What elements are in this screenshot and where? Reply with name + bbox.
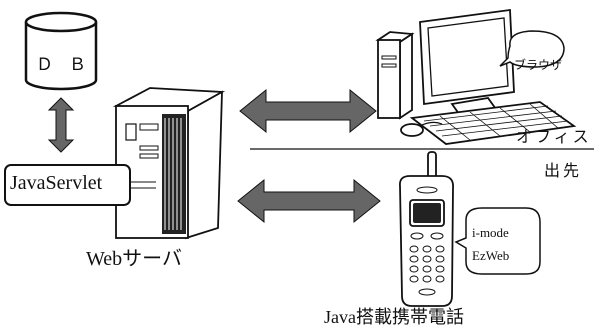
office-computer-icon xyxy=(375,8,577,145)
office-zone-label: オフィス xyxy=(516,129,592,146)
db-servlet-arrow xyxy=(47,97,75,153)
server-office-arrow xyxy=(239,88,377,134)
web-server-label: Webサーバ xyxy=(86,248,182,270)
outside-zone-label: 出先 xyxy=(544,163,583,180)
servlet-label: JavaServlet xyxy=(10,172,103,194)
database-label: ＤＢ xyxy=(36,55,102,74)
service-label-imode: i-mode xyxy=(472,225,509,240)
service-label-ezweb: EzWeb xyxy=(472,248,510,263)
server-phone-arrow xyxy=(237,178,381,224)
mobile-phone-icon xyxy=(399,151,541,307)
phone-caption: Java搭載携帯電話 xyxy=(324,307,464,327)
web-server-icon xyxy=(112,87,226,240)
browser-label: ブラウザ xyxy=(514,58,563,72)
database-icon xyxy=(24,11,98,91)
servlet-box xyxy=(4,164,131,206)
